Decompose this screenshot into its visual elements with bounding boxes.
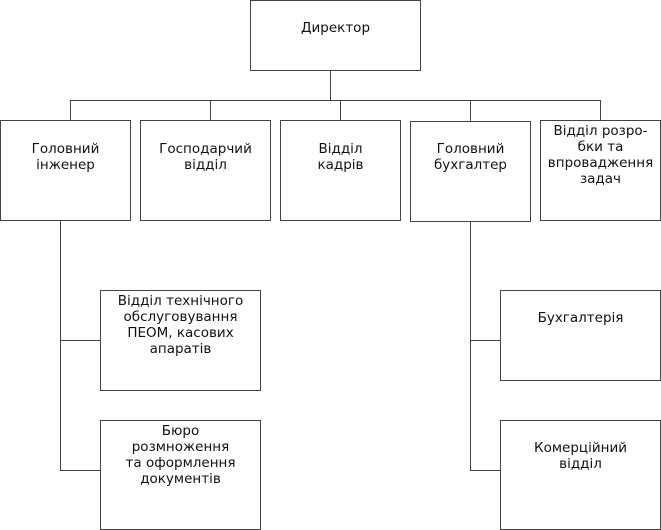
connector-engineer-branch-2	[60, 470, 100, 471]
connector-drop-hr-dept	[340, 100, 341, 120]
node-commercial-dept: Комерційний відділ	[500, 420, 661, 530]
node-household-dept: Господарчий відділ	[140, 120, 271, 221]
connector-accountant-branch-2	[470, 470, 500, 471]
node-dev-dept: Відділ розро- бки та впровадження задач	[540, 120, 661, 221]
node-accounting: Бухгалтерія	[500, 290, 661, 381]
connector-accountant-trunk	[470, 221, 471, 471]
node-chief-accountant-label: Головний бухгалтер	[433, 141, 508, 173]
connector-accountant-branch-1	[470, 340, 500, 341]
node-director-label: Директор	[300, 20, 371, 36]
connector-bus	[70, 100, 601, 101]
connector-drop-chief-engineer	[70, 100, 71, 120]
node-chief-accountant: Головний бухгалтер	[410, 121, 531, 222]
connector-drop-chief-accountant	[470, 100, 471, 121]
node-hr-dept-label: Відділ кадрів	[317, 141, 364, 173]
connector-drop-dev-dept	[600, 100, 601, 120]
node-dev-dept-label: Відділ розро- бки та впровадження задач	[547, 123, 654, 187]
node-chief-engineer: Головний інженер	[0, 120, 131, 221]
node-commercial-dept-label: Комерційний відділ	[534, 440, 627, 472]
node-copy-bureau-label: Бюро розмноження та оформлення документі…	[125, 423, 236, 487]
node-director: Директор	[250, 0, 421, 71]
node-accounting-label: Бухгалтерія	[537, 310, 624, 326]
connector-drop-household-dept	[210, 100, 211, 120]
node-chief-engineer-label: Головний інженер	[31, 141, 100, 173]
node-tech-service-dept-label: Відділ технічного обслуговування ПЕОМ, к…	[117, 293, 244, 357]
connector-engineer-trunk	[60, 220, 61, 471]
node-hr-dept: Відділ кадрів	[280, 120, 401, 221]
connector-engineer-branch-1	[60, 340, 100, 341]
connector-director-down	[330, 70, 331, 100]
node-household-dept-label: Господарчий відділ	[159, 141, 252, 173]
node-tech-service-dept: Відділ технічного обслуговування ПЕОМ, к…	[100, 290, 261, 391]
node-copy-bureau: Бюро розмноження та оформлення документі…	[100, 420, 261, 530]
